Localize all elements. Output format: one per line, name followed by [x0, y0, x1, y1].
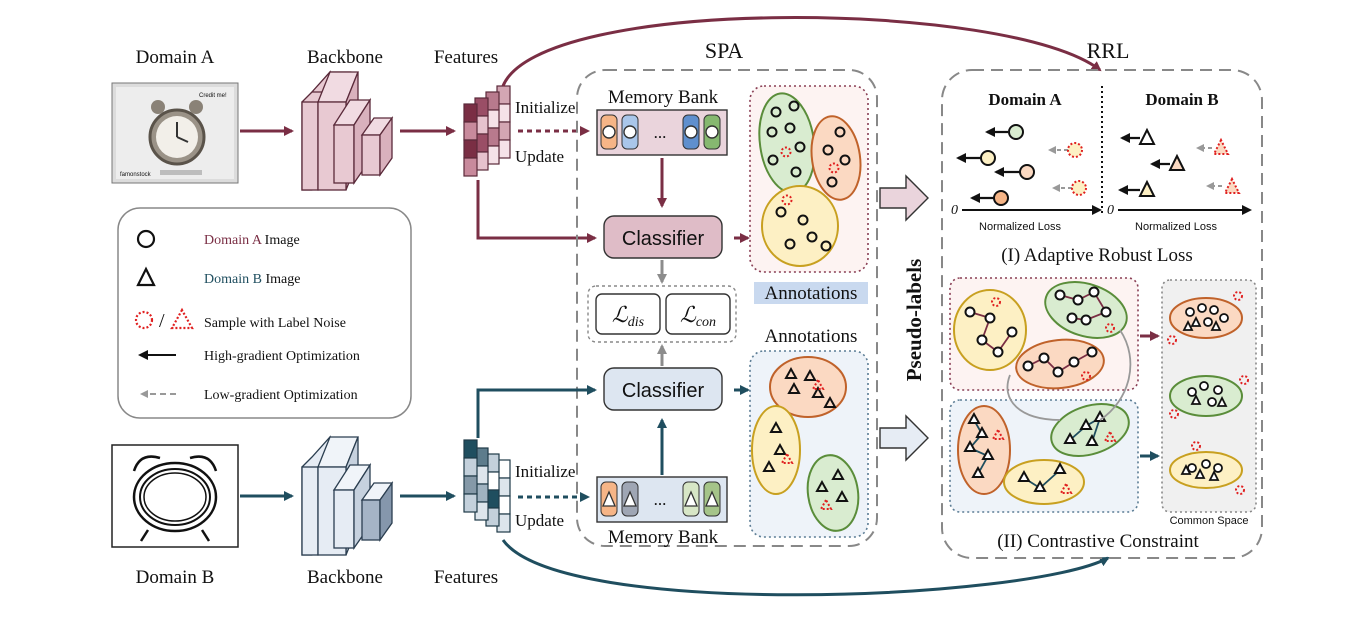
backbone-b: [301, 435, 394, 556]
cross-domain-link-1: [1006, 374, 1061, 421]
axis-origin-a: 0: [951, 203, 958, 218]
backbone-label-bottom: Backbone: [307, 567, 383, 588]
loss-group: [587, 285, 737, 343]
update-label-a: Update: [515, 147, 564, 166]
domain-b-image: [111, 444, 239, 548]
memory-bank-label-a: Memory Bank: [608, 87, 719, 108]
contrastive-title: (II) Contrastive Constraint: [997, 531, 1199, 552]
rrl-box: [941, 69, 1263, 559]
annotations-a-highlight: [754, 282, 868, 304]
photo-caption: famonstock: [120, 172, 152, 178]
loss-con-box: [665, 293, 731, 335]
initialize-label-a: Initialize: [515, 98, 575, 117]
classifier-b: [603, 367, 723, 411]
annotations-b-label: Annotations: [765, 326, 858, 347]
legend-domain-b-name: Domain B: [204, 272, 262, 287]
contrastive-b-clusters: [957, 403, 1130, 505]
legend-low-grad-label: Low-gradient Optimization: [204, 388, 358, 403]
legend-noise-label: Sample with Label Noise: [204, 316, 346, 331]
loss-dis-sub: dis: [628, 315, 645, 330]
legend-noise-circle-icon: [134, 310, 154, 330]
loss-dis-symbol: ℒ: [612, 302, 629, 327]
memory-ellipsis-b: ...: [654, 490, 667, 509]
update-label-b: Update: [515, 511, 564, 530]
legend-triangle-icon: [136, 266, 156, 287]
rrl-domain-b: Domain B: [1145, 90, 1218, 109]
memory-bank-label-b: Memory Bank: [608, 527, 719, 548]
common-space-clusters: [1167, 291, 1249, 495]
block-arrow-bottom: [879, 414, 929, 462]
legend-circle-icon: [136, 229, 156, 249]
flow-arrows-a: [240, 16, 1102, 243]
feature-stack-a: [463, 85, 511, 177]
backbone-a: [301, 70, 394, 191]
legend-box: [117, 207, 412, 419]
adaptive-title: (I) Adaptive Robust Loss: [1001, 245, 1193, 266]
memory-bank-a: ...: [596, 109, 728, 156]
loss-con-symbol: ℒ: [680, 302, 697, 327]
annotations-a-label: Annotations: [765, 283, 858, 304]
loss-con: ℒcon: [680, 302, 716, 330]
domain-a-image: Credit me! famonstock: [111, 82, 239, 184]
legend-domain-a: Domain A Image: [204, 233, 300, 248]
annotations-a-clusters: [758, 92, 862, 267]
features-label-top: Features: [434, 47, 498, 68]
legend-domain-b-suffix: Image: [265, 272, 300, 287]
cross-domain-link-2: [1099, 329, 1132, 421]
classifier-a-label: Classifier: [622, 228, 705, 250]
axis-label-a: Normalized Loss: [979, 221, 1061, 233]
classifier-b-label: Classifier: [622, 380, 705, 402]
legend-noise-slash: /: [159, 310, 165, 332]
axis-origin-b: 0: [1107, 203, 1114, 218]
loss-dis: ℒdis: [612, 302, 645, 330]
memory-bank-b: ...: [596, 476, 728, 523]
annotations-b-clusters: [751, 356, 860, 532]
block-arrow-top: [879, 174, 929, 222]
legend-domain-b: Domain B Image: [204, 272, 300, 287]
common-space-label: Common Space: [1170, 515, 1249, 527]
spa-title: SPA: [705, 38, 743, 63]
legend-domain-a-name: Domain A: [204, 233, 263, 248]
adaptive-loss-panel-b: 0 Normalized Loss: [1107, 127, 1252, 233]
memory-ellipsis-a: ...: [654, 123, 667, 142]
loss-con-sub: con: [696, 315, 716, 330]
legend-domain-a-suffix: Image: [265, 233, 300, 248]
loss-dis-box: [595, 293, 661, 335]
adaptive-loss-panel-a: 0 Normalized Loss: [951, 124, 1102, 233]
features-label-bottom: Features: [434, 567, 498, 588]
flow-arrows-b: [240, 385, 1110, 597]
contrastive-a-clusters: [953, 281, 1128, 390]
axis-label-b: Normalized Loss: [1135, 221, 1217, 233]
spa-box: [576, 69, 878, 547]
initialize-label-b: Initialize: [515, 462, 575, 481]
rrl-title: RRL: [1087, 38, 1130, 63]
domain-b-label: Domain B: [136, 567, 215, 588]
domain-a-label: Domain A: [136, 47, 215, 68]
backbone-label-top: Backbone: [307, 47, 383, 68]
legend-high-grad-label: High-gradient Optimization: [204, 349, 360, 364]
pseudo-labels-label: Pseudo-labels: [902, 259, 926, 382]
feature-stack-b: [463, 439, 511, 533]
photo-watermark: Credit me!: [199, 93, 227, 99]
classifier-a: [603, 215, 723, 259]
rrl-domain-a: Domain A: [988, 90, 1062, 109]
